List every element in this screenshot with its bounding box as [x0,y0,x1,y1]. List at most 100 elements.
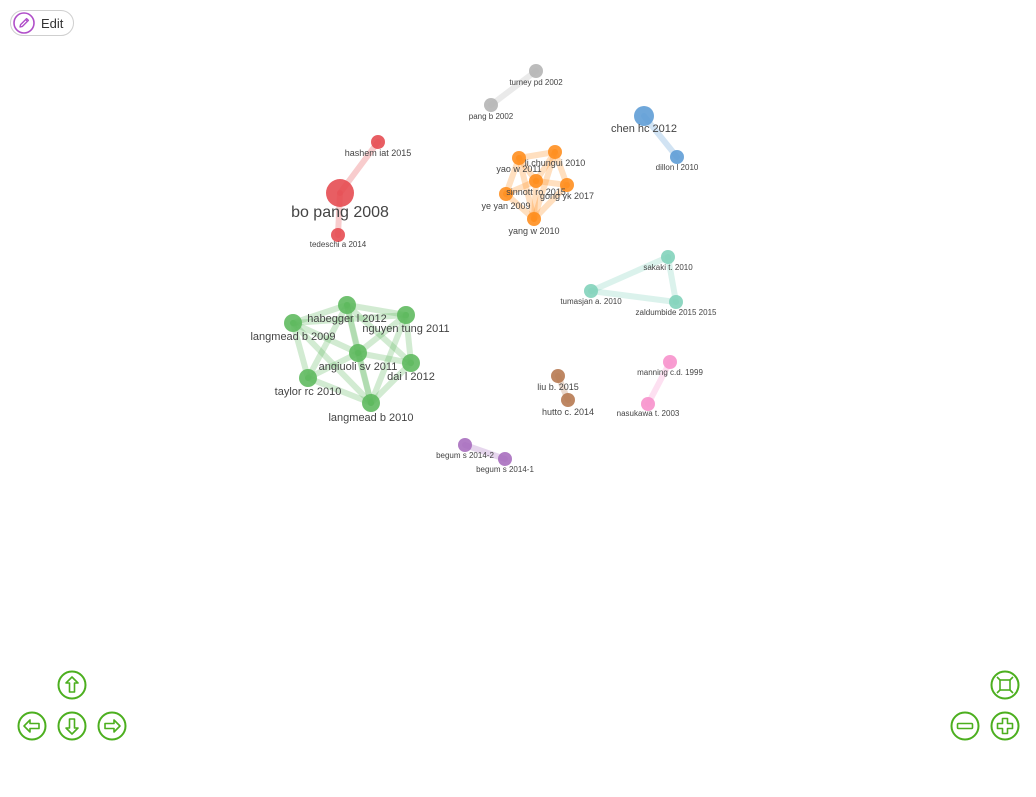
node-pang-b-2002[interactable] [484,98,498,112]
node-dillon-l-2010[interactable] [670,150,684,164]
node-sinnott-ro-2015[interactable] [529,174,543,188]
node-label-gong-yk-2017: gong yk 2017 [540,191,594,201]
node-bo-pang-2008[interactable] [326,179,354,207]
edge-begum-s-2014-2-begum-s-2014-1 [462,442,508,462]
node-label-yao-w-2011: yao w 2011 [496,164,541,174]
node-label-chen-hc-2012: chen hc 2012 [611,123,677,135]
edge-langmead-b-2009-taylor-rc-2010 [290,320,311,381]
zoom-in-button[interactable] [990,711,1020,741]
edge-taylor-rc-2010-langmead-b-2010 [305,375,374,406]
node-label-sinnott-ro-2015: sinnott ro 2015 [506,187,566,197]
node-label-langmead-b-2010: langmead b 2010 [328,412,413,424]
node-label-li-chungui-2010: li chungui 2010 [525,158,586,168]
edge-habegger-l-2012-langmead-b-2009 [290,302,350,326]
edge-li-chungui-2010-yang-w-2010 [531,149,558,222]
node-angiuoli-sv-2011[interactable] [349,344,367,362]
node-langmead-b-2009[interactable] [284,314,302,332]
node-ye-yan-2009[interactable] [499,187,513,201]
node-taylor-rc-2010[interactable] [299,369,317,387]
edge-langmead-b-2009-nguyen-tung-2011 [290,312,409,326]
node-yao-w-2011[interactable] [512,151,526,165]
node-hutto-c-2014[interactable] [561,393,575,407]
node-label-liu-b-2015: liu b. 2015 [537,382,579,392]
node-label-nguyen-tung-2011: nguyen tung 2011 [362,323,449,335]
node-hashem-iat-2015[interactable] [371,135,385,149]
node-liu-b-2015[interactable] [551,369,565,383]
node-label-ye-yan-2009: ye yan 2009 [481,201,530,211]
node-label-begum-s-2014-1: begum s 2014-1 [476,465,534,474]
edge-turney-pd-2002-pang-b-2002 [488,68,539,108]
edge-langmead-b-2009-angiuoli-sv-2011 [290,320,361,356]
edit-button[interactable]: Edit [10,10,74,36]
node-nasukawa-t-2003[interactable] [641,397,655,411]
node-tumasjan-a-2010[interactable] [584,284,598,298]
node-label-pang-b-2002: pang b 2002 [469,112,514,121]
node-label-zaldumbide-2015: zaldumbide 2015 2015 [636,308,718,317]
labels-layer: bo pang 2008 hashem iat 2015 tedeschi a 20… [250,78,717,474]
plus-icon [990,711,1020,741]
node-label-taylor-rc-2010: taylor rc 2010 [275,386,342,398]
node-sakaki-t-2010[interactable] [661,250,675,264]
edge-nguyen-tung-2011-angiuoli-sv-2011 [355,312,409,356]
zoom-out-button[interactable] [950,711,980,741]
node-label-tedeschi-a-2014: tedeschi a 2014 [310,240,367,249]
node-habegger-l-2012[interactable] [338,296,356,314]
edge-angiuoli-sv-2011-taylor-rc-2010 [305,350,361,381]
edge-manning-cd-1999-nasukawa-t-2003 [645,359,673,407]
node-label-begum-s-2014-2: begum s 2014-2 [436,451,494,460]
node-dai-l-2012[interactable] [402,354,420,372]
node-chen-hc-2012[interactable] [634,106,654,126]
node-yang-w-2010[interactable] [527,212,541,226]
node-manning-cd-1999[interactable] [663,355,677,369]
pan-left-button[interactable] [17,711,47,741]
edge-sakaki-t-2010-tumasjan-a-2010 [588,254,671,294]
node-label-yang-w-2010: yang w 2010 [508,226,559,236]
node-zaldumbide-2015[interactable] [669,295,683,309]
arrow-right-icon [97,711,127,741]
edge-habegger-l-2012-taylor-rc-2010 [305,302,350,381]
node-label-hutto-c-2014: hutto c. 2014 [542,407,594,417]
node-begum-s-2014-2[interactable] [458,438,472,452]
node-turney-pd-2002[interactable] [529,64,543,78]
node-li-chungui-2010[interactable] [548,145,562,159]
edit-button-label: Edit [41,15,64,31]
node-label-nasukawa-t-2003: nasukawa t. 2003 [617,409,680,418]
edge-nguyen-tung-2011-langmead-b-2010 [368,312,409,406]
pan-down-button[interactable] [57,711,87,741]
fit-screen-icon [990,670,1020,700]
edge-langmead-b-2009-langmead-b-2010 [290,320,374,406]
minus-icon [950,711,980,741]
node-begum-s-2014-1[interactable] [498,452,512,466]
node-nguyen-tung-2011[interactable] [397,306,415,324]
edge-dai-l-2012-langmead-b-2010 [368,360,414,406]
edge-tumasjan-a-2010-zaldumbide-2015 [588,288,679,305]
node-label-bo-pang-2008: bo pang 2008 [291,204,389,221]
nodes-layer [284,64,684,466]
node-label-turney-pd-2002: turney pd 2002 [509,78,563,87]
node-label-sakaki-t-2010: sakaki t. 2010 [643,263,693,272]
node-label-dillon-l-2010: dillon l 2010 [656,163,699,172]
node-label-langmead-b-2009: langmead b 2009 [250,331,335,343]
arrow-down-icon [57,711,87,741]
edge-sakaki-t-2010-zaldumbide-2015 [665,254,679,305]
pan-up-button[interactable] [57,670,87,700]
edge-habegger-l-2012-dai-l-2012 [344,302,414,366]
node-label-manning-cd-1999: manning c.d. 1999 [637,368,703,377]
edge-yao-w-2011-yang-w-2010 [516,155,537,222]
pan-right-button[interactable] [97,711,127,741]
node-label-habegger-l-2012: habegger l 2012 [307,313,387,325]
node-gong-yk-2017[interactable] [560,178,574,192]
node-tedeschi-a-2014[interactable] [331,228,345,242]
edge-habegger-l-2012-nguyen-tung-2011 [344,302,409,318]
node-label-hashem-iat-2015: hashem iat 2015 [345,148,412,158]
edge-gong-yk-2017-yang-w-2010 [531,182,570,222]
node-label-dai-l-2012: dai l 2012 [387,371,435,383]
arrow-up-icon [57,670,87,700]
arrow-left-icon [17,711,47,741]
node-langmead-b-2010[interactable] [362,394,380,412]
node-label-angiuoli-sv-2011: angiuoli sv 2011 [319,361,398,373]
fit-view-button[interactable] [990,670,1020,700]
pencil-icon [13,12,35,34]
node-label-tumasjan-a-2010: tumasjan a. 2010 [560,297,622,306]
